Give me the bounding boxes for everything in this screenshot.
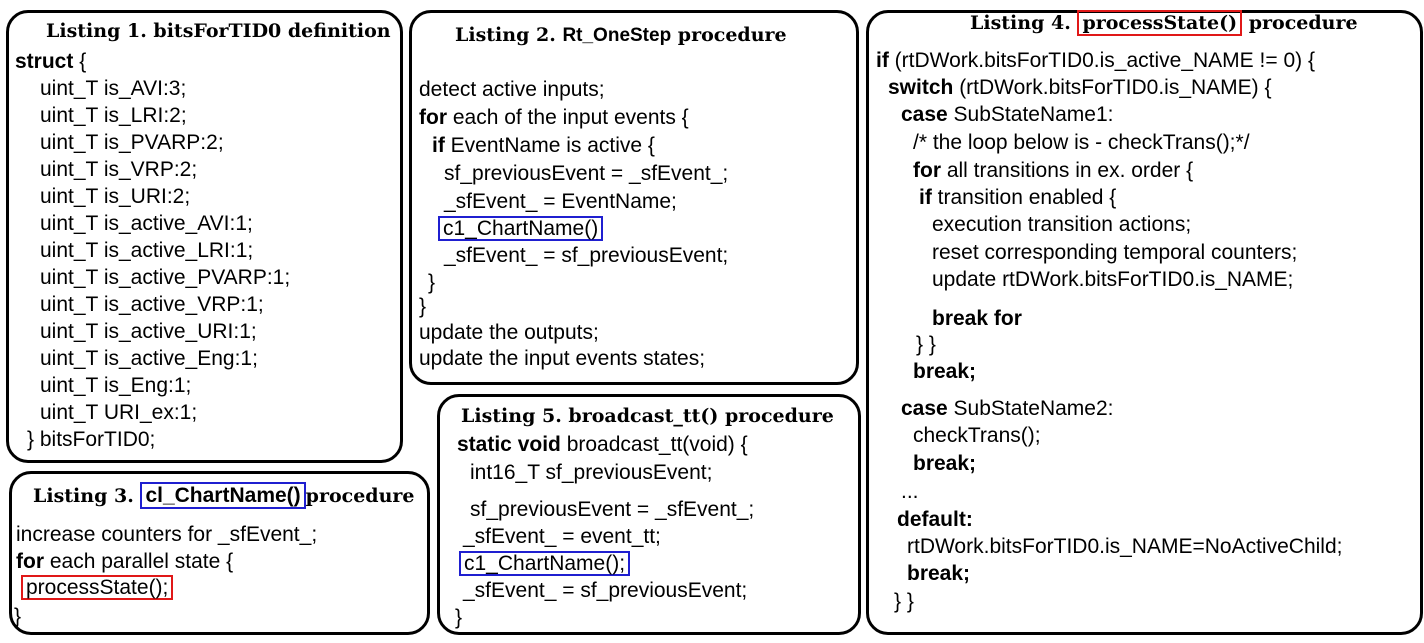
listing-4-line: break; xyxy=(907,562,971,585)
listing-2-line: _sfEvent_ = sf_previousEvent; xyxy=(444,244,729,267)
listing-1-field: uint_T is_AVI:3; xyxy=(40,77,187,100)
listing-1-field: uint_T is_Eng:1; xyxy=(40,374,192,397)
listing-4-line: if (rtDWork.bitsForTID0.is_active_NAME !… xyxy=(876,49,1315,72)
listing-4-line: } } xyxy=(916,333,936,356)
listing-5-box xyxy=(437,394,861,635)
listing-1-field: uint_T is_URI:2; xyxy=(40,185,191,208)
listing-4-line: default: xyxy=(897,508,973,531)
listing-1-field: uint_T is_active_Eng:1; xyxy=(40,347,258,370)
listing-2-line: } xyxy=(419,295,427,318)
listing-5-chart-call-highlight: c1_ChartName(); xyxy=(459,551,631,576)
listing-3-box xyxy=(9,471,430,635)
listing-1-field: uint_T is_LRI:2; xyxy=(40,104,187,127)
listing-4-line: switch (rtDWork.bitsForTID0.is_NAME) { xyxy=(888,76,1272,99)
listing-3-line: increase counters for _sfEvent_; xyxy=(16,523,318,546)
listing-5-line: int16_T sf_previousEvent; xyxy=(470,461,713,484)
listing-1-field: uint_T is_active_AVI:1; xyxy=(40,212,253,235)
listing-4-line: checkTrans(); xyxy=(913,424,1041,447)
listing-4-line: update rtDWork.bitsForTID0.is_NAME; xyxy=(932,268,1294,291)
listing-4-line: /* the loop below is - checkTrans();*/ xyxy=(913,131,1250,154)
listing-3-process-state-highlight: processState(); xyxy=(21,575,174,600)
listing-4-line: break; xyxy=(913,452,977,475)
listing-5-line: _sfEvent_ = event_tt; xyxy=(463,525,661,548)
listing-2-line: sf_previousEvent = _sfEvent_; xyxy=(444,162,729,185)
listing-4-line: for all transitions in ex. order { xyxy=(913,159,1194,182)
listing-3-line: for each parallel state { xyxy=(16,550,234,573)
listing-1-field: uint_T is_active_VRP:1; xyxy=(40,293,264,316)
listing-4-line: rtDWork.bitsForTID0.is_NAME=NoActiveChil… xyxy=(907,535,1343,558)
listing-2-line: for each of the input events { xyxy=(419,106,689,129)
listing-5-line: } xyxy=(455,606,463,629)
listing-1-struct: struct { xyxy=(15,50,87,73)
listing-5-line: _sfEvent_ = sf_previousEvent; xyxy=(463,579,748,602)
listing-5-title: Listing 5. broadcast_tt() procedure xyxy=(461,405,834,427)
listing-2-chart-call-highlight: c1_ChartName() xyxy=(438,216,604,241)
listing-1-field: uint_T URI_ex:1; xyxy=(40,401,198,424)
listing-4-line: reset corresponding temporal counters; xyxy=(932,241,1298,264)
listing-4-line: break for xyxy=(932,307,1022,330)
listing-2-title: Listing 2. Rt_OneStep procedure xyxy=(455,24,787,46)
listing-4-line: execution transition actions; xyxy=(932,213,1192,236)
listing-4-line: ... xyxy=(901,480,919,503)
listing-2-line: _sfEvent_ = EventName; xyxy=(444,190,677,213)
listing-2-line: detect active inputs; xyxy=(419,78,605,101)
listing-1-title: Listing 1. bitsForTID0 definition xyxy=(46,20,391,42)
listing-2-line: update the input events states; xyxy=(419,347,706,370)
listing-3-title: Listing 3. cl_ChartName()procedure xyxy=(33,482,415,509)
listing-4-line: if transition enabled { xyxy=(919,186,1117,209)
listing-2-line: update the outputs; xyxy=(419,321,599,344)
listing-2-line: } xyxy=(428,271,436,294)
listing-1-field: uint_T is_active_URI:1; xyxy=(40,320,257,343)
listing-1-field: uint_T is_active_PVARP:1; xyxy=(40,266,291,289)
listing-1-field: uint_T is_active_LRI:1; xyxy=(40,239,254,262)
listing-3-title-highlight: cl_ChartName() xyxy=(140,482,306,509)
listing-4-box xyxy=(866,10,1423,635)
listing-1-field: uint_T is_VRP:2; xyxy=(40,158,198,181)
listing-4-line: break; xyxy=(913,360,977,383)
listing-1-field: uint_T is_PVARP:2; xyxy=(40,131,224,154)
listing-2-line: if EventName is active { xyxy=(432,134,655,157)
listing-1-closing: } bitsForTID0; xyxy=(27,428,156,451)
listing-4-title-highlight: processState() xyxy=(1077,10,1243,36)
listing-5-line: sf_previousEvent = _sfEvent_; xyxy=(470,498,755,521)
listing-4-line: case SubStateName1: xyxy=(901,103,1114,126)
listing-4-line: case SubStateName2: xyxy=(901,397,1114,420)
listing-1-box xyxy=(6,10,403,463)
listing-3-line: } xyxy=(14,605,22,628)
listing-5-line: static void broadcast_tt(void) { xyxy=(457,433,748,456)
listing-2-box xyxy=(409,10,859,385)
listing-4-title: Listing 4. processState() procedure xyxy=(970,10,1358,36)
listing-4-line: } } xyxy=(894,590,914,613)
